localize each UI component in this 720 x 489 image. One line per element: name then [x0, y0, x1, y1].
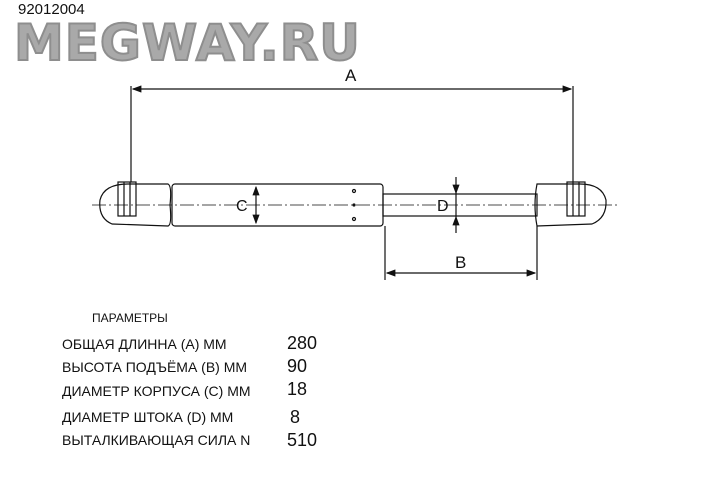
params-heading: ПАРАМЕТРЫ — [92, 311, 168, 325]
param-label-stroke: ВЫСОТА ПОДЪЁМА (В) ММ — [62, 359, 248, 375]
param-value-rod-diameter: 8 — [290, 407, 301, 427]
param-value-force: 510 — [287, 430, 318, 450]
piston-rod — [382, 193, 538, 217]
param-label-rod-diameter: ДИАМЕТР ШТОКА (D) ММ — [62, 409, 234, 425]
param-label-length: ОБЩАЯ ДЛИННА (А) ММ — [62, 336, 227, 352]
param-value-body-diameter: 18 — [287, 379, 308, 399]
watermark-logo: MEGWAY.RU — [13, 14, 361, 72]
label-c: C — [236, 198, 248, 215]
left-end-fitting — [99, 181, 172, 227]
right-end-fitting — [534, 181, 607, 227]
param-value-stroke: 90 — [287, 356, 308, 376]
label-a: A — [345, 66, 357, 85]
param-label-body-diameter: ДИАМЕТР КОРПУСА (С) ММ — [62, 383, 251, 399]
param-value-length: 280 — [287, 333, 318, 353]
label-b: B — [455, 253, 466, 272]
label-d: D — [437, 198, 449, 215]
param-label-force: ВЫТАЛКИВАЮЩАЯ СИЛА N — [62, 432, 251, 448]
part-number: 92012004 — [18, 1, 85, 18]
